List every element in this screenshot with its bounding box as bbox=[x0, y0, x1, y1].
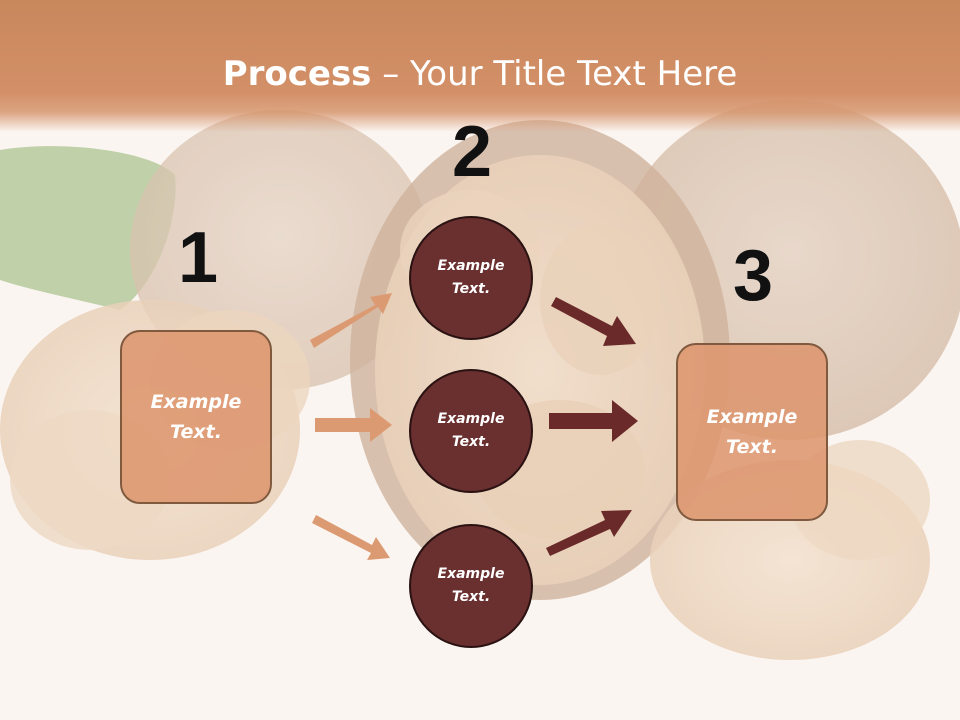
step-1-box: Example Text. bbox=[120, 330, 272, 504]
arrow-left-up bbox=[310, 293, 392, 348]
step-2-circle-top: Example Text. bbox=[409, 216, 533, 340]
circle-top-text: Example Text. bbox=[437, 258, 505, 297]
arrow-right-down bbox=[551, 297, 636, 346]
step-2-circle-middle: Example Text. bbox=[409, 369, 533, 493]
title-rest: – Your Title Text Here bbox=[371, 54, 738, 94]
step-3-box: Example Text. bbox=[676, 343, 828, 521]
circle-bottom-text: Example Text. bbox=[437, 566, 505, 605]
step-2-circle-bottom: Example Text. bbox=[409, 524, 533, 648]
arrow-right-middle bbox=[549, 400, 638, 442]
title-band bbox=[0, 0, 960, 132]
step-number-3: 3 bbox=[732, 236, 774, 316]
slide-title: Process – Your Title Text Here bbox=[0, 52, 960, 96]
step-3-text: Example Text. bbox=[706, 406, 798, 458]
arrow-right-up bbox=[546, 510, 632, 556]
step-1-text: Example Text. bbox=[150, 391, 242, 443]
step-number-1: 1 bbox=[177, 218, 219, 298]
arrow-left-down bbox=[312, 515, 390, 560]
title-bold: Process bbox=[222, 54, 372, 94]
arrow-left-middle bbox=[315, 408, 392, 442]
circle-middle-text: Example Text. bbox=[437, 411, 505, 450]
step-number-2: 2 bbox=[451, 112, 493, 192]
